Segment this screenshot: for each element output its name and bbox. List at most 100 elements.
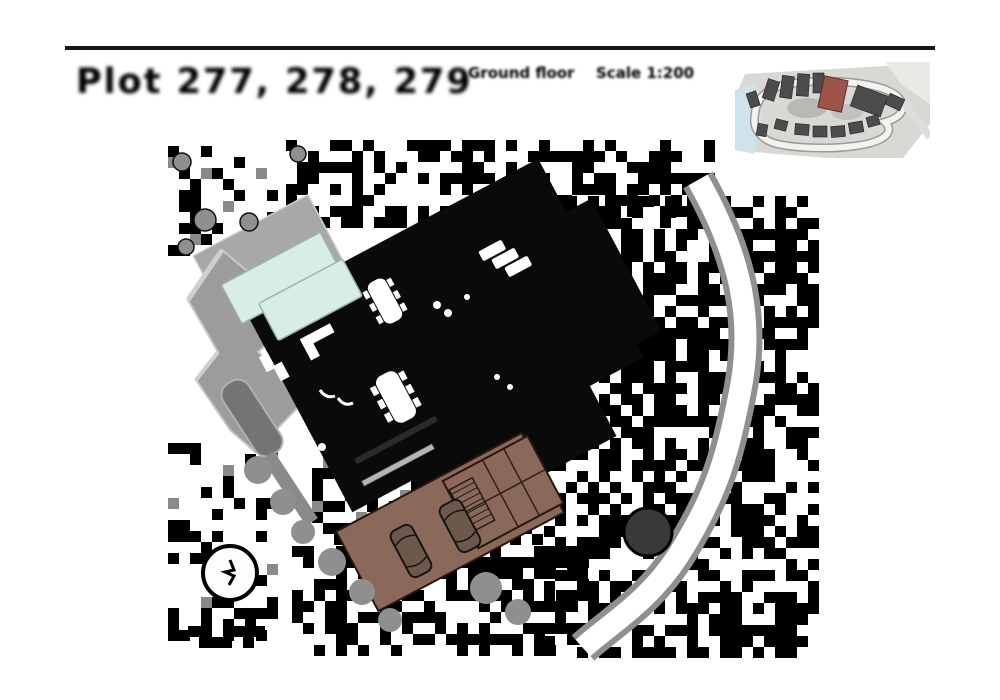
vegetation-block — [610, 196, 621, 207]
vegetation-block — [665, 416, 676, 427]
vegetation-block — [512, 634, 523, 645]
vegetation-block — [567, 590, 578, 601]
vegetation-block — [687, 328, 698, 339]
vegetation-block — [638, 184, 649, 195]
vegetation-block — [190, 234, 201, 245]
vegetation-block — [775, 383, 786, 394]
vegetation-block — [314, 645, 325, 656]
vegetation-block — [544, 636, 555, 647]
vegetation-block — [775, 526, 786, 537]
vegetation-block — [698, 603, 709, 614]
vegetation-block — [665, 647, 676, 658]
vegetation-block — [567, 601, 578, 612]
vegetation-block — [665, 339, 676, 350]
vegetation-block — [808, 295, 819, 306]
vegetation-block — [676, 493, 687, 504]
vegetation-block — [413, 612, 424, 623]
vegetation-block — [649, 151, 660, 162]
garage-floor-plan — [334, 415, 566, 613]
vegetation-block — [643, 416, 654, 427]
vegetation-block — [643, 493, 654, 504]
vegetation-block — [610, 449, 621, 460]
vegetation-block — [286, 140, 297, 151]
vegetation-block — [501, 557, 512, 568]
vegetation-block — [312, 501, 323, 512]
vegetation-block — [676, 295, 687, 306]
vegetation-block — [577, 449, 588, 460]
vegetation-block — [775, 284, 786, 295]
vegetation-block — [599, 647, 610, 658]
header-rule — [65, 46, 935, 50]
vegetation-block — [572, 173, 583, 184]
vegetation-block — [638, 162, 649, 173]
vegetation-block — [654, 328, 665, 339]
vegetation-block — [649, 195, 660, 206]
vegetation-block — [599, 570, 610, 581]
vegetation-block — [303, 546, 314, 557]
vegetation-block — [698, 372, 709, 383]
vegetation-block — [698, 350, 709, 361]
vegetation-block — [808, 482, 819, 493]
vegetation-block — [490, 634, 501, 645]
vegetation-block — [539, 151, 550, 162]
vegetation-block — [599, 460, 610, 471]
vegetation-block — [168, 520, 179, 531]
vegetation-block — [764, 515, 775, 526]
vegetation-block — [484, 151, 495, 162]
vegetation-block — [352, 206, 363, 217]
sun-lounger — [504, 256, 532, 277]
vegetation-block — [698, 416, 709, 427]
vegetation-block — [797, 339, 808, 350]
vegetation-block — [468, 557, 479, 568]
vegetation-block — [665, 284, 676, 295]
vegetation-block — [555, 537, 566, 548]
vegetation-block — [676, 383, 687, 394]
vegetation-block — [731, 504, 742, 515]
vegetation-block — [256, 168, 267, 179]
vegetation-block — [506, 162, 517, 173]
vegetation-block — [212, 531, 223, 542]
vegetation-block — [797, 394, 808, 405]
vegetation-block — [418, 173, 429, 184]
vegetation-block — [544, 581, 555, 592]
vegetation-block — [352, 173, 363, 184]
vegetation-block — [775, 218, 786, 229]
vegetation-block — [808, 526, 819, 537]
vegetation-block — [753, 449, 764, 460]
vegetation-block — [330, 206, 341, 217]
vegetation-block — [429, 140, 440, 151]
outdoor-furniture — [258, 240, 532, 423]
vegetation-block — [676, 328, 687, 339]
vegetation-block — [654, 240, 665, 251]
vegetation-block — [610, 405, 621, 416]
vegetation-block — [742, 625, 753, 636]
vegetation-block — [190, 553, 201, 564]
vegetation-block — [583, 140, 594, 151]
vegetation-block — [742, 537, 753, 548]
vegetation-block — [545, 568, 556, 579]
vegetation-block — [698, 438, 709, 449]
vegetation-block — [583, 162, 594, 173]
vegetation-block — [786, 482, 797, 493]
vegetation-block — [616, 151, 627, 162]
vegetation-block — [490, 557, 501, 568]
vegetation-block — [168, 443, 179, 454]
vegetation-block — [610, 416, 621, 427]
curved-seat — [336, 397, 354, 406]
vegetation-block — [179, 201, 190, 212]
vegetation-block — [775, 636, 786, 647]
vegetation-block — [676, 416, 687, 427]
vegetation-block — [786, 273, 797, 284]
vegetation-block — [567, 557, 578, 568]
vegetation-block — [201, 608, 212, 619]
vegetation-block — [334, 523, 345, 534]
vegetation-block — [698, 405, 709, 416]
vegetation-block — [698, 449, 709, 460]
vegetation-block — [512, 557, 523, 568]
vegetation-block — [643, 449, 654, 460]
vegetation-block — [731, 482, 742, 493]
vegetation-block — [341, 206, 352, 217]
vegetation-block — [451, 173, 462, 184]
vegetation-block — [572, 151, 583, 162]
vegetation-block — [319, 217, 330, 228]
